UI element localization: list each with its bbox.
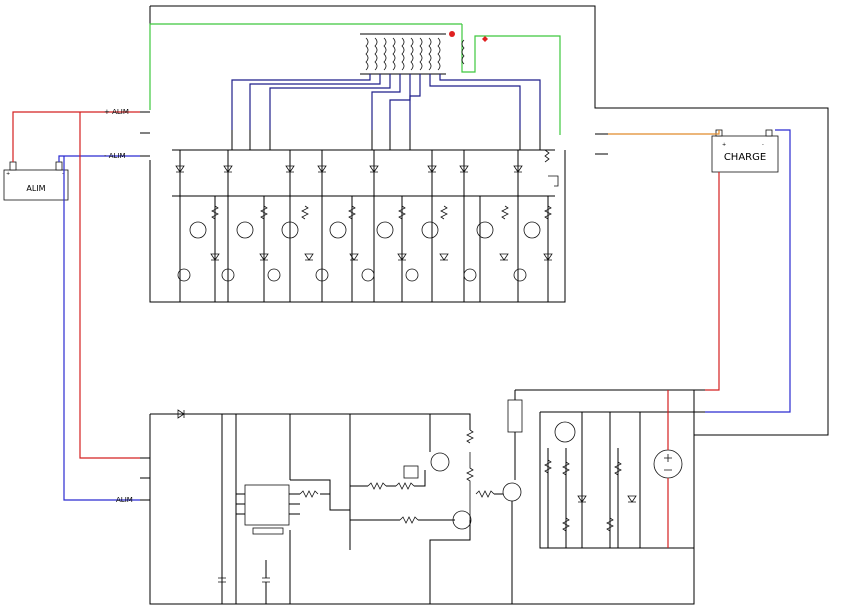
lower-alim-label: ALIM [116, 496, 133, 504]
load-charge: + - CHARGE [711, 129, 779, 173]
upper-minus-alim-label: - ALIM [104, 152, 126, 160]
upper-board [140, 5, 829, 436]
ic-chip [236, 484, 300, 535]
phase-dot-primary [449, 31, 455, 37]
load-label: CHARGE [724, 152, 766, 163]
lower-board [140, 389, 705, 605]
battery-cell-minus: - [62, 171, 64, 177]
load-minus-label: - [762, 142, 764, 148]
battery-label: ALIM [26, 184, 45, 193]
upper-plus-alim-label: + ALIM [104, 108, 129, 116]
phase-dot-secondary [482, 36, 488, 42]
driver-stages [175, 130, 559, 302]
transformer [360, 31, 488, 75]
load-plus-label: + [722, 142, 726, 148]
battery-cell-plus: + [6, 171, 10, 177]
battery-alim: + - ALIM [3, 161, 69, 201]
voltage-source [653, 390, 683, 548]
